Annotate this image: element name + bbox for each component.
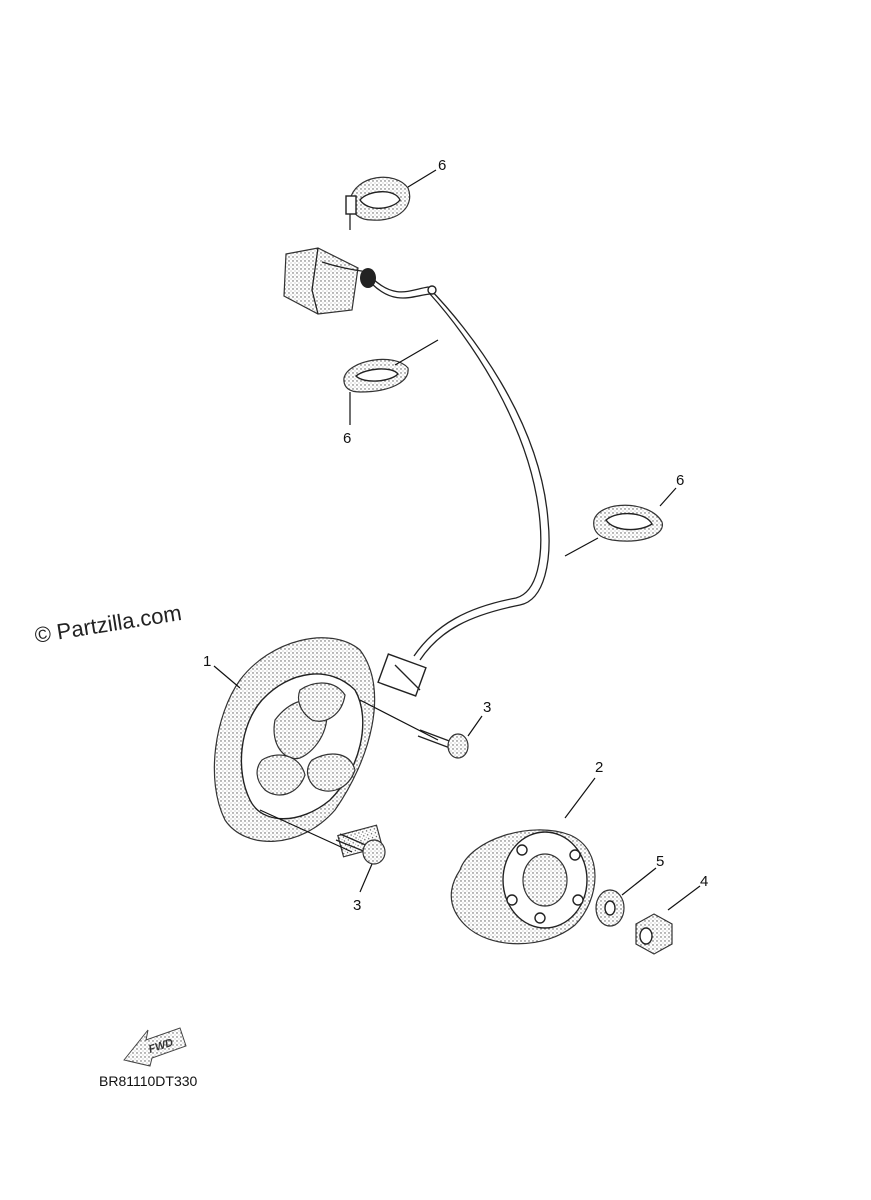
clip-top — [345, 176, 411, 230]
stator-assembly — [213, 637, 427, 858]
clip-middle — [343, 358, 409, 393]
diagram-code: BR81110DT330 — [99, 1073, 198, 1089]
forward-arrow-icon: FWD — [123, 1027, 187, 1067]
callout-clip-top: 6 — [438, 157, 446, 174]
bolt-lower — [335, 833, 386, 865]
clip-right — [593, 504, 663, 542]
washer — [595, 889, 625, 927]
callout-rotor: 2 — [595, 759, 603, 776]
wire-harness — [371, 277, 550, 661]
nut — [635, 913, 673, 955]
callout-nut: 4 — [700, 873, 708, 890]
callout-bolt-lower: 3 — [353, 897, 361, 914]
callout-clip-right: 6 — [676, 472, 684, 489]
callout-bolt-upper: 3 — [483, 699, 491, 716]
partzilla-watermark: © Partzilla.com — [33, 600, 183, 648]
leader-lines — [213, 169, 701, 911]
rotor-flywheel — [450, 829, 596, 945]
callout-clip-middle: 6 — [343, 430, 351, 447]
callout-stator: 1 — [203, 653, 211, 670]
wire-connector — [283, 247, 376, 315]
bolt-upper — [417, 729, 469, 759]
callout-washer: 5 — [656, 853, 664, 870]
